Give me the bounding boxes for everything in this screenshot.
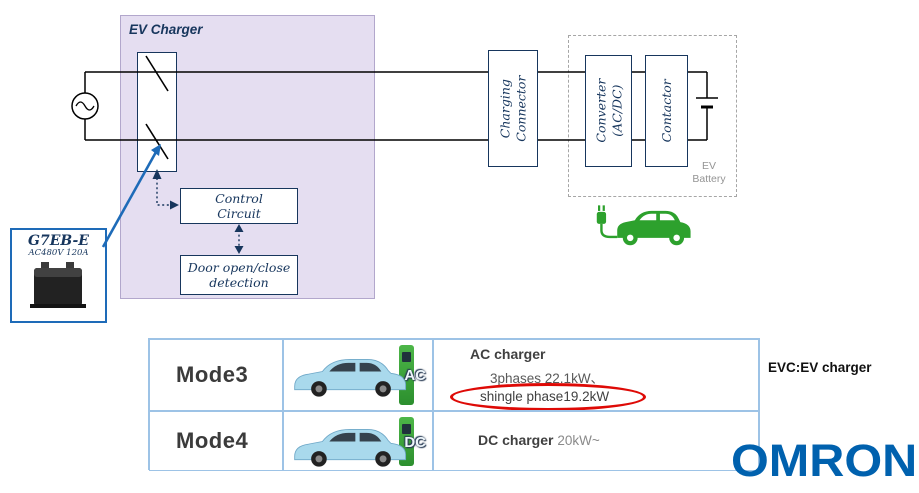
modes-table: Mode3 AC AC charger 3phases 22.1kW、 shin…: [148, 338, 760, 471]
mode3-description-cell: AC charger 3phases 22.1kW、 shingle phase…: [433, 339, 759, 411]
mode4-description-cell: DC charger 20kW~: [433, 411, 759, 471]
dc-charger-line: DC charger 20kW~: [478, 432, 600, 448]
charging-connector-box: Charging Connector: [488, 50, 538, 167]
dc-plug-label: DC: [404, 434, 426, 452]
control-circuit-box: Control Circuit: [180, 188, 298, 224]
relay-callout-box: G7EB-E AC480V 120A: [10, 228, 107, 323]
green-ev-charging-icon: [596, 205, 691, 246]
relay-product-image: [29, 262, 86, 308]
charging-station-screen: [402, 352, 411, 362]
ev-charger-title: EV Charger: [129, 22, 203, 37]
mode4-label: Mode4: [176, 428, 249, 453]
mode4-cell: Mode4: [149, 411, 283, 471]
mode3-label: Mode3: [176, 362, 249, 387]
control-circuit-label-line1: Control: [215, 191, 263, 206]
contactor-box: Contactor: [645, 55, 688, 167]
contactor-label: Contactor: [658, 79, 674, 143]
ev-battery-label: EV Battery: [692, 160, 726, 185]
converter-label: Converter (AC/DC): [592, 79, 624, 143]
charging-station-screen: [402, 424, 411, 434]
charging-plug-icon: [596, 205, 618, 239]
ac-charger-title: AC charger: [470, 346, 546, 362]
converter-box: Converter (AC/DC): [585, 55, 632, 167]
relay-rating-label: AC480V 120A: [28, 248, 89, 258]
blue-car-image: [294, 358, 407, 397]
control-circuit-label-line2: Circuit: [217, 206, 261, 221]
evc-note: EVC:EV charger: [768, 360, 872, 375]
ac-source-icon: [71, 92, 99, 120]
door-detection-label-line1: Door open/close: [187, 260, 291, 275]
charging-connector-label: Charging Connector: [497, 75, 528, 142]
blue-car-image: [294, 428, 407, 467]
relay-contact-box: [137, 52, 177, 172]
mode3-cell: Mode3: [149, 339, 283, 411]
dc-charger-spec1: 20kW~: [557, 433, 600, 448]
mode4-car-image: DC: [283, 411, 433, 471]
omron-logo: OMRON: [731, 435, 918, 486]
red-highlight-ellipse: [450, 383, 646, 410]
door-detection-label-line2: detection: [209, 275, 269, 290]
door-detection-box: Door open/close detection: [180, 255, 298, 295]
ev-side-dashed-box: [568, 35, 737, 197]
relay-model-label: G7EB-E: [28, 233, 89, 249]
ac-charger-spec1: 3phases 22.1kW、: [490, 371, 605, 386]
ac-plug-label: AC: [404, 366, 426, 384]
dc-charger-title: DC charger: [478, 432, 554, 448]
mode3-car-image: AC: [283, 339, 433, 411]
